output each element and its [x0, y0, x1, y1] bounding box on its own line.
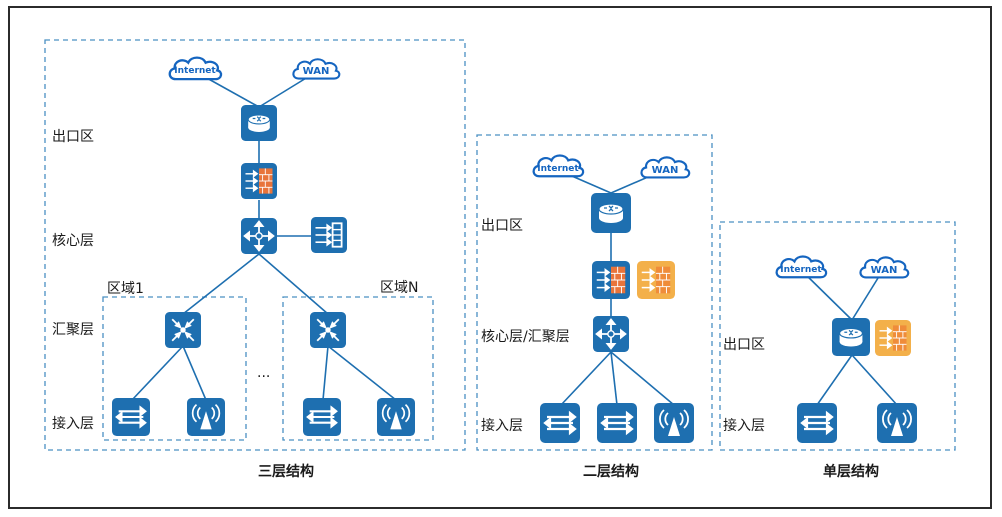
- two-tier-devices: Internet WAN: [532, 154, 694, 443]
- core-switch-icon: [241, 218, 277, 254]
- access-switch-icon: [797, 403, 837, 443]
- three-tier-region: [44, 39, 466, 451]
- firewall-icon: [592, 261, 630, 299]
- wan-cloud-icon: WAN: [640, 156, 691, 179]
- wan-label: WAN: [652, 165, 679, 176]
- internet-cloud-icon: Internet: [532, 154, 585, 178]
- firewall-icon: [241, 163, 277, 199]
- two-tier-labels: 出口区 核心层/汇聚层 接入层 二层结构: [481, 218, 639, 480]
- layer-label-exit: 出口区: [723, 337, 765, 353]
- wan-label: WAN: [303, 66, 330, 77]
- three-tier-devices: Internet WAN: [112, 56, 415, 436]
- zone-n-label: 区域N: [380, 280, 418, 296]
- access-switch-icon: [540, 403, 580, 443]
- layer-label-access: 接入层: [52, 415, 94, 432]
- layer-label-core-aggregation: 核心层/汇聚层: [481, 329, 570, 345]
- internet-cloud-icon: Internet: [775, 255, 828, 279]
- wan-cloud-icon: WAN: [859, 256, 910, 279]
- single-tier-devices: Internet WAN: [775, 255, 917, 443]
- core-aggregation-switch-icon: [593, 316, 629, 352]
- layer-label-core: 核心层: [52, 233, 94, 249]
- aggregation-switch-icon: [310, 312, 346, 348]
- wan-label: WAN: [871, 265, 898, 276]
- layer-label-aggregation: 汇聚层: [52, 322, 94, 338]
- egress-router-icon: [591, 193, 631, 233]
- egress-router-icon: [241, 105, 277, 141]
- two-tier-caption: 二层结构: [583, 463, 639, 480]
- layer-label-exit: 出口区: [481, 218, 523, 234]
- layer-label-exit: 出口区: [52, 129, 94, 145]
- wireless-ap-icon: [187, 398, 225, 436]
- access-switch-icon: [112, 398, 150, 436]
- layer-label-access: 接入层: [723, 417, 765, 434]
- single-tier-caption: 单层结构: [823, 463, 879, 480]
- controller-icon: [311, 217, 347, 253]
- internet-cloud-icon: Internet: [168, 56, 223, 81]
- three-tier-caption: 三层结构: [258, 463, 314, 480]
- two-tier-region: [476, 134, 713, 451]
- layer-label-access: 接入层: [481, 417, 523, 434]
- wireless-ap-icon: [377, 398, 415, 436]
- wireless-ap-icon: [877, 403, 917, 443]
- access-switch-icon: [303, 398, 341, 436]
- single-tier-region: [719, 221, 956, 451]
- egress-router-icon: [832, 318, 870, 356]
- zone-1-label: 区域1: [107, 281, 144, 297]
- internet-label: Internet: [780, 265, 822, 275]
- standby-firewall-icon: [637, 261, 675, 299]
- three-tier-labels: 出口区 核心层 汇聚层 接入层 区域1 区域N ... 三层结构: [52, 129, 418, 480]
- ellipsis: ...: [257, 365, 270, 381]
- diagram-frame: [8, 6, 992, 509]
- wan-cloud-icon: WAN: [292, 58, 341, 80]
- internet-label: Internet: [174, 66, 216, 76]
- firewall-icon: [875, 320, 911, 356]
- aggregation-switch-icon: [165, 312, 201, 348]
- wireless-ap-icon: [654, 403, 694, 443]
- access-switch-icon: [597, 403, 637, 443]
- internet-label: Internet: [537, 164, 579, 174]
- zone-n-region: [282, 296, 434, 441]
- single-tier-labels: 出口区 接入层 单层结构: [723, 337, 879, 480]
